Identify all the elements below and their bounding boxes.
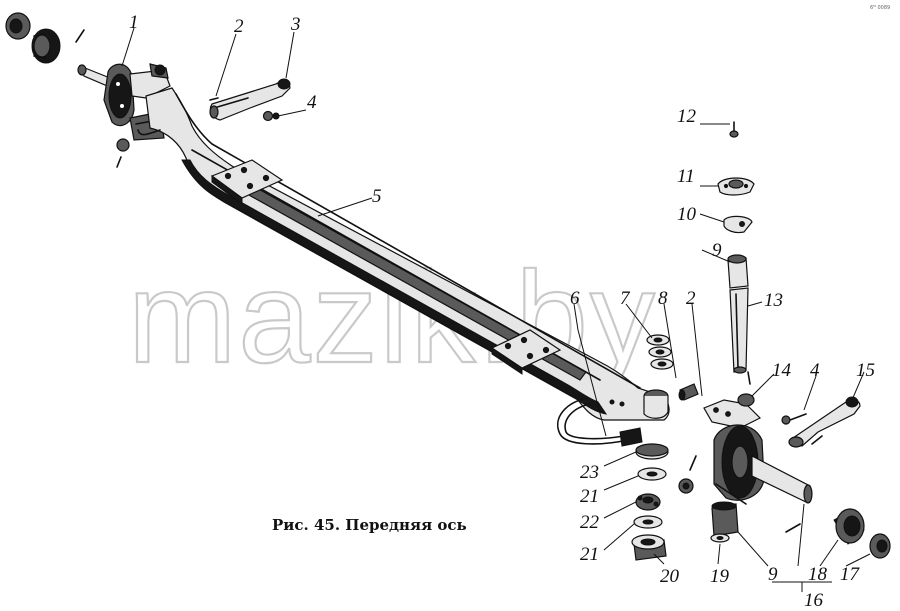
callout-14: 14 xyxy=(772,360,792,381)
callout-2: 2 xyxy=(234,16,244,37)
callout-21-upper: 21 xyxy=(580,486,599,507)
callout-18: 18 xyxy=(808,564,828,585)
callout-17: 17 xyxy=(840,564,861,585)
kingpin-cap xyxy=(717,177,755,196)
right-lock-nut xyxy=(678,455,697,494)
callout-2-right: 2 xyxy=(686,288,696,309)
left-arm-key xyxy=(209,97,219,101)
right-knuckle-cotter xyxy=(785,523,801,533)
callout-12: 12 xyxy=(677,106,697,127)
right-bearing-cap xyxy=(869,533,891,559)
callout-23: 23 xyxy=(580,462,599,483)
right-arm-nut xyxy=(781,413,807,425)
kingpin-lower-bushing xyxy=(711,501,739,537)
kingpin-bolt xyxy=(729,121,739,138)
left-lock-nut xyxy=(116,138,130,168)
callout-labels: 1 2 3 4 5 6 7 8 2 9 10 11 12 13 14 4 15 … xyxy=(129,12,875,611)
corner-mark: 6ᴹ 0089 xyxy=(870,5,890,11)
bearing-washer-a xyxy=(637,467,667,481)
callout-4-right: 4 xyxy=(810,360,820,381)
kingpin-gasket xyxy=(723,215,753,234)
callout-13: 13 xyxy=(764,290,783,311)
thrust-pin xyxy=(678,383,699,401)
callout-21-lower: 21 xyxy=(580,544,599,565)
callout-7: 7 xyxy=(620,288,631,309)
kingpin-upper-bushing xyxy=(727,254,749,289)
left-cotter-pin xyxy=(75,29,85,43)
callout-20: 20 xyxy=(660,566,680,587)
callout-16: 16 xyxy=(804,590,824,611)
left-bearing xyxy=(31,28,61,64)
thrust-bearing xyxy=(635,493,661,511)
right-steering-arm xyxy=(788,396,861,448)
axle-beam xyxy=(145,87,670,421)
callout-9-lower: 9 xyxy=(768,564,778,585)
callout-15: 15 xyxy=(856,360,875,381)
thrust-washer-top xyxy=(635,443,669,460)
dust-cover xyxy=(631,534,667,561)
callout-3: 3 xyxy=(290,14,301,35)
callout-4: 4 xyxy=(307,92,317,113)
bearing-washer-b xyxy=(633,515,663,529)
callout-1: 1 xyxy=(129,12,139,33)
callout-6: 6 xyxy=(570,288,580,309)
callout-9-upper: 9 xyxy=(712,240,722,261)
left-steering-knuckle xyxy=(77,63,171,141)
figure-caption: Рис. 45. Передняя ось xyxy=(272,516,467,534)
callout-22: 22 xyxy=(580,512,600,533)
callout-5: 5 xyxy=(372,186,382,207)
callout-11: 11 xyxy=(677,166,695,187)
left-arm-nut xyxy=(262,110,280,122)
right-steering-knuckle xyxy=(703,393,813,505)
right-bearing xyxy=(833,508,865,545)
left-bearing-cap xyxy=(5,12,31,40)
left-steering-arm xyxy=(209,78,291,121)
kingpin xyxy=(729,287,749,374)
adjusting-shims xyxy=(646,334,674,370)
kingpin-cotter xyxy=(747,371,751,385)
callout-10: 10 xyxy=(677,204,697,225)
callout-8: 8 xyxy=(658,288,668,309)
leader-lines xyxy=(121,27,871,592)
kingpin-seal xyxy=(710,533,730,543)
tie-rod xyxy=(137,129,643,447)
callout-19: 19 xyxy=(710,566,730,587)
